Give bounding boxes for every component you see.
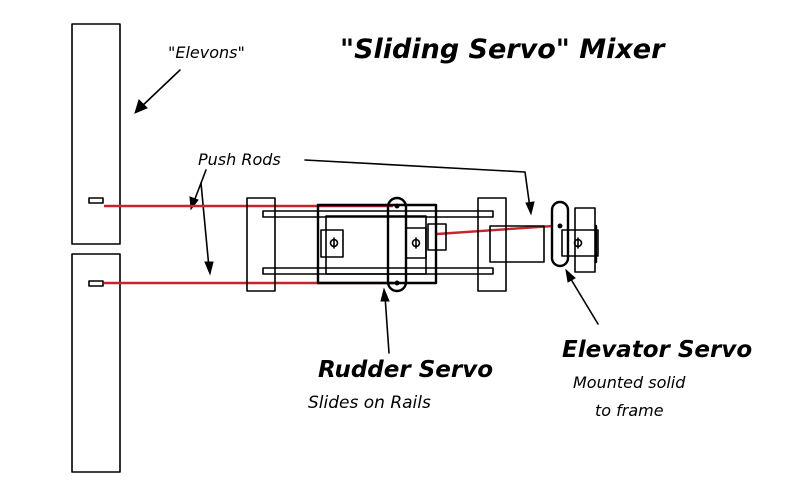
rudder-servo-label: Rudder Servo	[318, 357, 493, 383]
rudder-servo-note: Slides on Rails	[308, 393, 431, 413]
rudder-servo-arm	[386, 196, 408, 293]
push-rods-leaders	[189, 159, 535, 276]
elevator-servo-note-line2: to frame	[595, 401, 664, 420]
rail-frame	[246, 197, 545, 292]
elevator-servo	[561, 207, 599, 273]
elevator-servo-arrow	[565, 268, 599, 325]
diagram-title: "Sliding Servo" Mixer	[340, 34, 666, 65]
elevator-servo-label: Elevator Servo	[562, 337, 752, 363]
elevator-servo-arm	[550, 200, 570, 268]
elevator-servo-note-line1: Mounted solid	[573, 373, 686, 392]
rudder-servo-arrow	[380, 287, 390, 354]
elevon-left-upper	[71, 23, 121, 245]
push-rods-label: Push Rods	[198, 150, 281, 169]
elevons-label: "Elevons"	[168, 43, 245, 62]
elevon-left-lower	[71, 253, 121, 473]
push-rod-elevator	[436, 224, 554, 236]
elevons-arrow	[134, 69, 181, 114]
rudder-servo	[316, 203, 447, 285]
